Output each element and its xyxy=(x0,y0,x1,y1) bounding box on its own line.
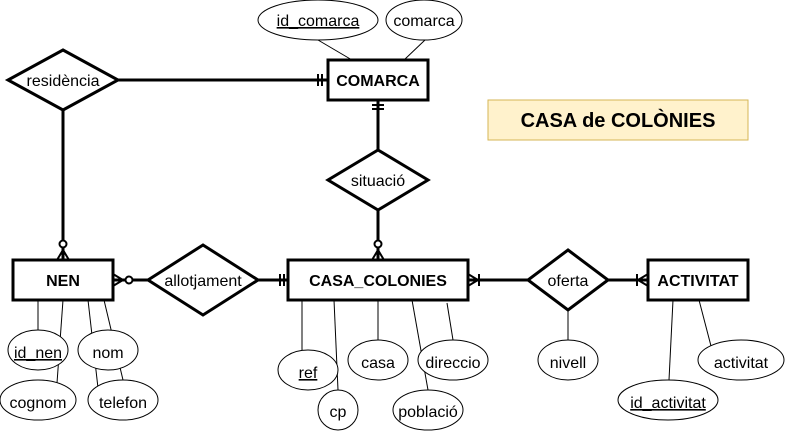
marker-zero-circle xyxy=(373,239,383,249)
relationship-residencia[interactable]: residència xyxy=(4,48,122,112)
diagram-title: CASA de COLÒNIES xyxy=(487,99,749,141)
attribute-label: id_activitat xyxy=(630,395,706,412)
relationship-label: oferta xyxy=(548,273,589,290)
entity-label: NEN xyxy=(46,273,80,290)
entity-comarca[interactable]: COMARCA xyxy=(326,58,430,102)
attribute-label: casa xyxy=(361,355,395,372)
marker-zero-circle xyxy=(124,275,134,285)
attribute-telefon[interactable]: telefon xyxy=(87,379,159,421)
attribute-label: activitat xyxy=(714,355,769,372)
attribute-casa[interactable]: casa xyxy=(347,339,409,381)
title-box xyxy=(487,99,749,141)
attribute-label: cp xyxy=(330,404,347,421)
relationship-label: residència xyxy=(27,73,100,90)
attribute-label: ref xyxy=(299,365,318,382)
relationship-oferta[interactable]: oferta xyxy=(525,248,611,312)
attribute-label: nom xyxy=(92,345,123,362)
attribute-direccio[interactable]: direccio xyxy=(417,339,489,381)
title-text: CASA de COLÒNIES xyxy=(521,108,716,132)
relationship-allotjament[interactable]: allotjament xyxy=(145,243,261,317)
link-direccio xyxy=(446,302,454,341)
entity-casa-colonies[interactable]: CASA_COLONIES xyxy=(286,258,470,302)
relationship-situacio[interactable]: situació xyxy=(325,148,431,212)
attribute-label: comarca xyxy=(393,13,454,30)
link-id-comarca xyxy=(317,39,353,61)
marker-crowfoot xyxy=(56,248,70,261)
marker-zero-circle xyxy=(58,239,68,249)
attribute-activitat[interactable]: activitat xyxy=(697,339,785,381)
attribute-cp[interactable]: cp xyxy=(317,389,359,431)
attribute-label: id_nen xyxy=(14,345,62,362)
entity-label: CASA_COLONIES xyxy=(309,273,447,290)
link-id-activitat xyxy=(668,299,674,381)
entity-activitat[interactable]: ACTIVITAT xyxy=(646,258,750,302)
attribute-id-comarca[interactable]: id_comarca xyxy=(257,0,379,41)
attribute-label: id_comarca xyxy=(277,13,360,30)
entity-label: ACTIVITAT xyxy=(657,273,738,290)
attribute-label: telefon xyxy=(99,395,147,412)
marker-crowfoot xyxy=(371,248,385,261)
attribute-nom[interactable]: nom xyxy=(77,329,139,371)
relationship-label: allotjament xyxy=(164,273,242,290)
attribute-label: direccio xyxy=(425,355,480,372)
attribute-comarca[interactable]: comarca xyxy=(385,0,463,41)
attribute-id-nen[interactable]: id_nen xyxy=(7,329,69,371)
entity-label: COMARCA xyxy=(336,73,420,90)
attribute-nivell[interactable]: nivell xyxy=(537,339,599,381)
cardinality-markers xyxy=(56,74,649,287)
attribute-poblacio[interactable]: població xyxy=(392,389,464,431)
link-comarca xyxy=(403,39,426,61)
link-poblacio xyxy=(411,299,429,391)
attribute-cognom[interactable]: cognom xyxy=(0,379,77,421)
entity-nen[interactable]: NEN xyxy=(11,258,115,302)
link-activitat xyxy=(698,299,712,347)
attribute-label: nivell xyxy=(550,355,586,372)
marker-crowfoot xyxy=(112,273,125,287)
relationship-label: situació xyxy=(351,173,405,190)
attribute-label: cognom xyxy=(10,395,67,412)
attribute-id-activitat[interactable]: id_activitat xyxy=(617,379,719,421)
attribute-label: població xyxy=(398,404,458,421)
attribute-ref[interactable]: ref xyxy=(277,349,339,391)
